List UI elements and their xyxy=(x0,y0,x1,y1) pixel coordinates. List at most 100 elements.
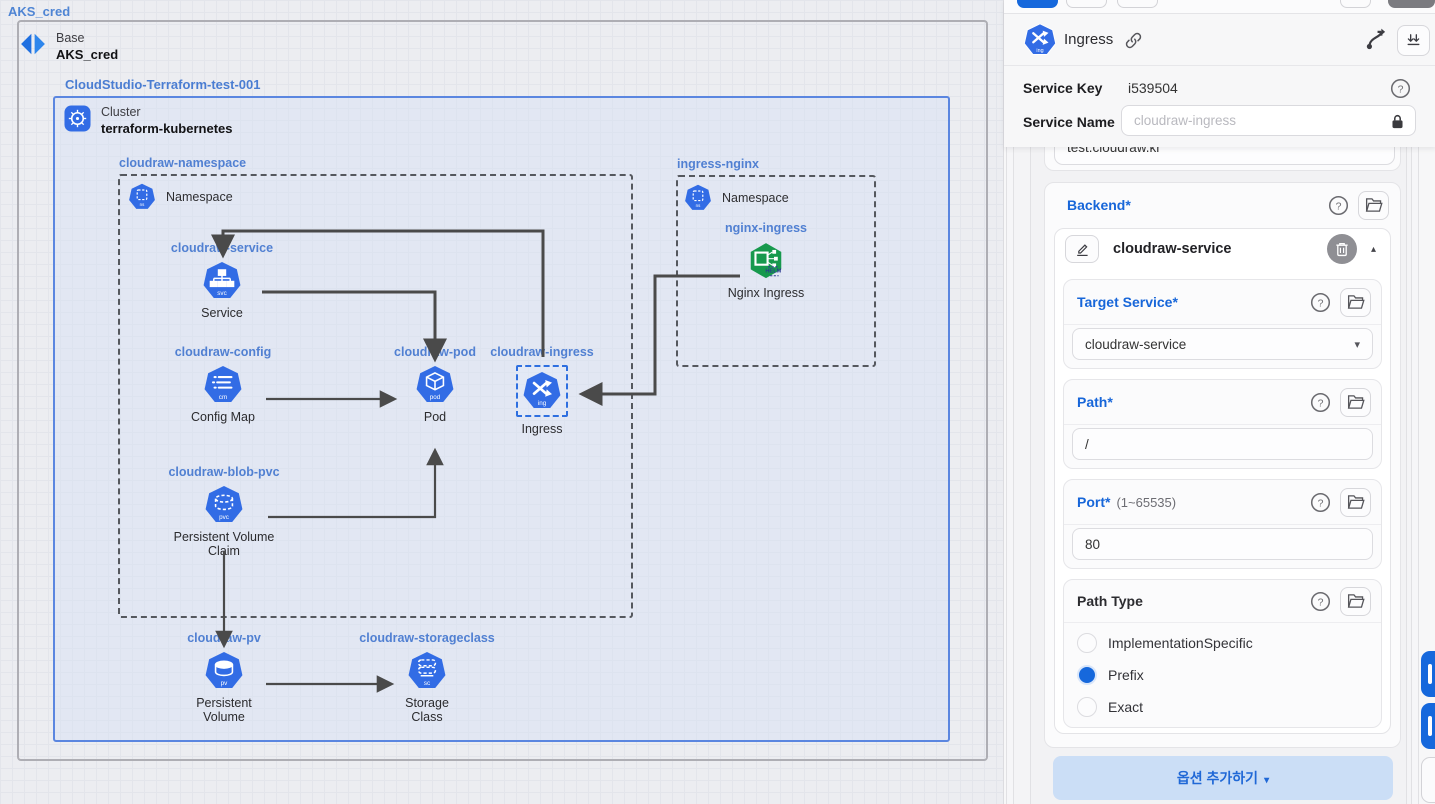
base-azure-icon xyxy=(21,33,45,55)
svg-text:ing: ing xyxy=(538,400,547,407)
folder-button[interactable] xyxy=(1340,287,1371,317)
properties-panel: Backend* ? xyxy=(1003,0,1435,804)
help-icon[interactable]: ? xyxy=(1310,292,1331,313)
svg-text:ns: ns xyxy=(696,203,701,208)
path-type-field: Path Type ? xyxy=(1063,579,1382,728)
target-service-select[interactable]: cloudraw-service xyxy=(1072,328,1373,360)
svg-text:?: ? xyxy=(1318,596,1324,608)
svg-text:?: ? xyxy=(1336,200,1342,212)
add-option-button[interactable]: 옵션 추가하기 xyxy=(1053,756,1393,800)
folder-button[interactable] xyxy=(1340,487,1371,517)
target-service-field: Target Service* ? xyxy=(1063,279,1382,369)
svg-text:svc: svc xyxy=(217,290,226,297)
namespace-icon: ns xyxy=(129,183,155,209)
node-ingress[interactable]: cloudraw-ingress ing Ingress xyxy=(490,345,594,436)
cluster-group-box[interactable] xyxy=(53,96,950,742)
canvas-root-label: AKS_cred xyxy=(8,4,71,19)
backend-folder-button[interactable] xyxy=(1358,190,1389,220)
namespace-icon: ns xyxy=(685,184,711,210)
radio-implementation-specific[interactable]: ImplementationSpecific xyxy=(1068,627,1377,659)
service-name-input[interactable] xyxy=(1122,106,1415,135)
namespace-header[interactable]: ns Namespace xyxy=(128,183,233,211)
toolbar-button-partial[interactable] xyxy=(1340,0,1371,8)
toolbar-button-partial[interactable] xyxy=(1117,0,1158,8)
help-icon[interactable]: ? xyxy=(1310,591,1331,612)
toolbar-button-partial[interactable] xyxy=(1066,0,1107,8)
link-icon[interactable] xyxy=(1124,31,1143,50)
node-service[interactable]: cloudraw-service svc Service xyxy=(170,241,274,320)
node-storage-class[interactable]: cloudraw-storageclass sc Storage Class xyxy=(359,631,495,724)
base-group-box[interactable] xyxy=(17,20,988,761)
folder-open-icon xyxy=(1347,395,1365,409)
svg-text:cm: cm xyxy=(219,394,227,401)
help-icon[interactable]: ? xyxy=(1310,392,1331,413)
selection-frame: ing xyxy=(516,365,568,417)
ingress-icon: ing xyxy=(1023,23,1057,55)
edit-button[interactable] xyxy=(1065,235,1099,263)
radio-exact[interactable]: Exact xyxy=(1068,691,1377,723)
path-title: Path* xyxy=(1077,394,1113,410)
side-action-button-partial[interactable] xyxy=(1421,757,1435,803)
node-pvc[interactable]: cloudraw-blob-pvc pvc Persistent Volume … xyxy=(168,465,280,558)
svg-text:pvc: pvc xyxy=(219,514,229,521)
radio-circle[interactable] xyxy=(1077,633,1097,653)
panel-title: Ingress xyxy=(1064,31,1114,48)
svg-text:?: ? xyxy=(1318,497,1324,509)
side-action-button-partial[interactable] xyxy=(1421,703,1435,749)
base-group-header[interactable]: Base AKS_cred xyxy=(20,31,118,62)
collapse-all-button[interactable] xyxy=(1397,25,1430,56)
side-action-button-partial[interactable] xyxy=(1421,651,1435,697)
cluster-name-label: terraform-kubernetes xyxy=(101,121,233,136)
cluster-group-header[interactable]: Cluster terraform-kubernetes xyxy=(64,105,233,136)
delete-backend-button[interactable] xyxy=(1326,234,1357,264)
kubernetes-cluster-icon xyxy=(64,105,91,132)
service-key-value: i539504 xyxy=(1128,80,1178,96)
backend-title: Backend* xyxy=(1067,197,1131,213)
nginx-namespace-group-box[interactable] xyxy=(676,175,876,367)
pencil-icon xyxy=(1077,244,1088,256)
svg-text:pod: pod xyxy=(430,394,441,401)
path-input[interactable] xyxy=(1072,428,1373,460)
backend-item-card: cloudraw-service Target Service* xyxy=(1054,228,1391,734)
namespace-group-box[interactable] xyxy=(118,174,633,618)
help-icon[interactable]: ? xyxy=(1328,195,1349,216)
radio-circle-checked[interactable] xyxy=(1077,665,1097,685)
node-pod[interactable]: cloudraw-pod pod Pod xyxy=(394,345,476,424)
svg-text:sc: sc xyxy=(424,680,430,687)
help-icon[interactable]: ? xyxy=(1310,492,1331,513)
collapse-caret-icon[interactable] xyxy=(1371,244,1376,255)
toolbar-button-dark-partial[interactable] xyxy=(1388,0,1435,8)
lock-icon xyxy=(1392,114,1403,129)
double-down-arrow-icon xyxy=(1407,34,1420,46)
flow-connect-icon[interactable] xyxy=(1364,27,1390,53)
svg-text:ns: ns xyxy=(140,202,145,207)
path-type-title: Path Type xyxy=(1077,593,1143,609)
target-service-title: Target Service* xyxy=(1077,294,1178,310)
namespace-box-label: cloudraw-namespace xyxy=(119,156,247,170)
radio-circle[interactable] xyxy=(1077,697,1097,717)
folder-button[interactable] xyxy=(1340,586,1371,616)
node-pv[interactable]: cloudraw-pv pv Persistent Volume xyxy=(187,631,261,724)
ingress-icon: ing xyxy=(523,372,561,409)
toolbar-button-primary-partial[interactable] xyxy=(1017,0,1058,8)
port-input[interactable] xyxy=(1072,528,1373,560)
folder-button[interactable] xyxy=(1340,387,1371,417)
node-config-map[interactable]: cloudraw-config cm Config Map xyxy=(174,345,272,424)
node-nginx-ingress[interactable]: nginx-ingress HELM Nginx Ingress xyxy=(725,221,807,300)
service-key-label: Service Key xyxy=(1023,80,1103,96)
diagram-canvas[interactable]: AKS_cred Base AKS_cred CloudStudio-Terra… xyxy=(0,0,1003,804)
helm-nginx-icon: HELM xyxy=(750,243,782,279)
storage-class-icon: sc xyxy=(408,652,446,689)
service-icon: svc xyxy=(203,262,241,299)
nginx-namespace-header[interactable]: ns Namespace xyxy=(684,184,789,212)
service-name-label: Service Name xyxy=(1023,114,1115,130)
persistent-volume-claim-icon: pvc xyxy=(205,486,243,523)
radio-prefix[interactable]: Prefix xyxy=(1068,659,1377,691)
nginx-box-label: ingress-nginx xyxy=(677,157,759,171)
svg-text:?: ? xyxy=(1398,83,1404,95)
backend-item-name: cloudraw-service xyxy=(1113,241,1232,257)
svg-text:ing: ing xyxy=(1036,48,1043,54)
svg-text:HELM: HELM xyxy=(765,269,781,275)
help-icon[interactable]: ? xyxy=(1390,78,1411,99)
